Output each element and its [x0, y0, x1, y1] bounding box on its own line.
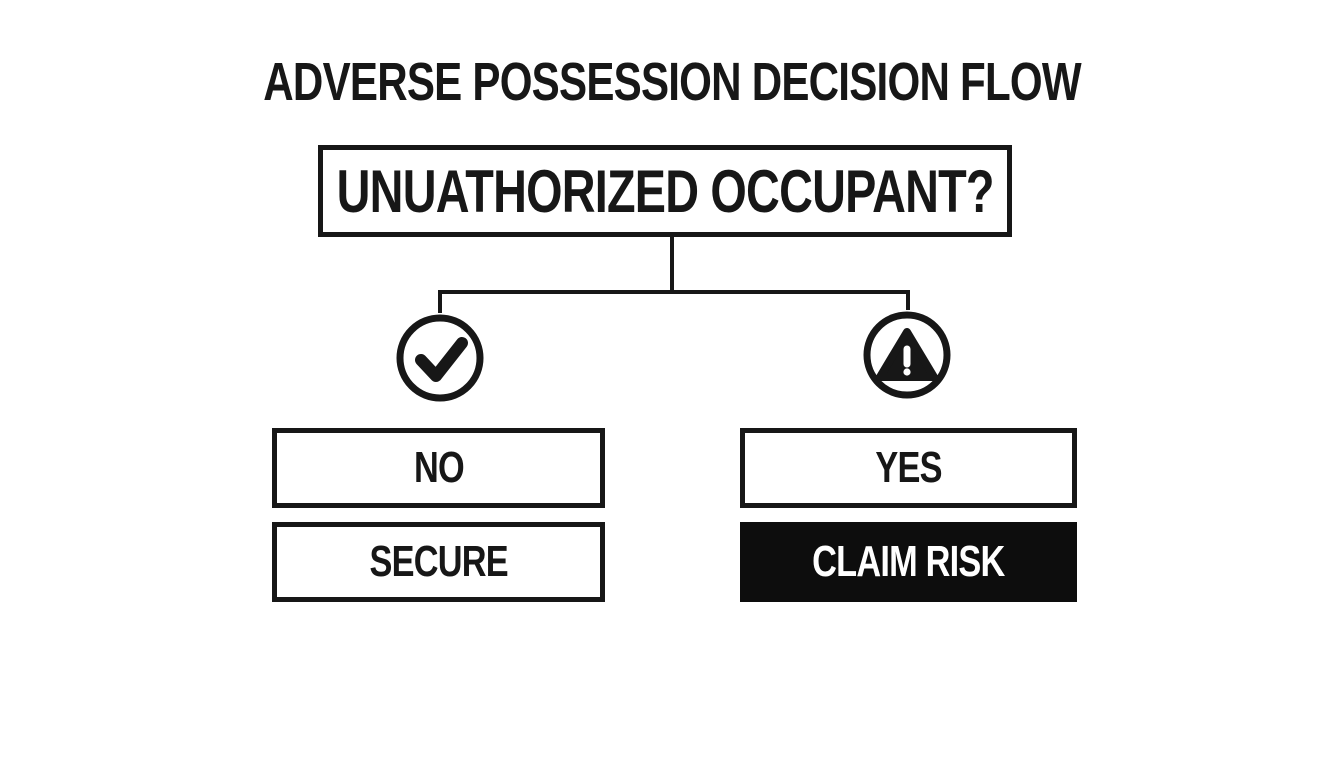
warning-triangle-circle-icon [860, 308, 954, 402]
connector-stub-right [906, 292, 910, 310]
answer-yes-box: YES [740, 428, 1077, 508]
answer-no-box: NO [272, 428, 605, 508]
outcome-claim-risk-label: CLAIM RISK [812, 537, 1005, 586]
outcome-secure-label: SECURE [369, 537, 508, 586]
check-circle-icon [393, 311, 487, 405]
diagram-title: ADVERSE POSSESSION DECISION FLOW [0, 54, 1344, 110]
question-text: UNUATHORIZED OCCUPANT? [336, 157, 994, 225]
connector-horizontal-branch [438, 290, 910, 294]
answer-no-label: NO [413, 443, 465, 492]
connector-stub-left [438, 292, 442, 313]
question-box: UNUATHORIZED OCCUPANT? [318, 145, 1012, 237]
outcome-claim-risk-box: CLAIM RISK [740, 522, 1077, 602]
outcome-secure-box: SECURE [272, 522, 605, 602]
answer-yes-label: YES [875, 443, 942, 492]
connector-vertical-main [670, 236, 674, 292]
diagram-title-text: ADVERSE POSSESSION DECISION FLOW [263, 52, 1081, 112]
